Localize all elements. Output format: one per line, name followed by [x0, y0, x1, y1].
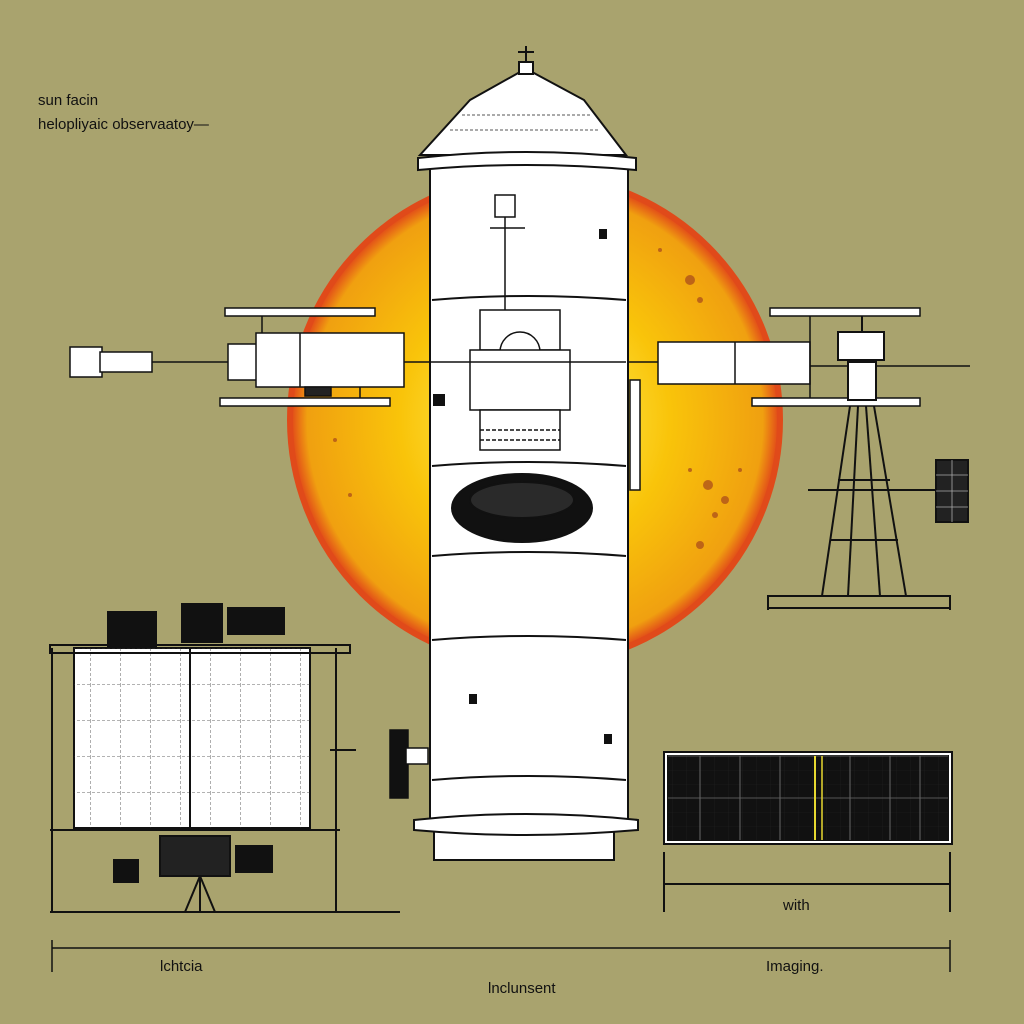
label-bottom-right: Imaging. [766, 958, 824, 975]
right-antenna-tower [767, 316, 969, 610]
left-panel-module [49, 603, 400, 913]
label-bottom-left: lchtcia [160, 958, 203, 975]
title-line-2: helopliyaic observaatoy— [38, 116, 209, 133]
right-boom-assembly [626, 307, 970, 407]
left-boom-assembly [69, 307, 440, 407]
title-line-1: sun facin [38, 92, 99, 109]
right-solar-panel [663, 751, 953, 912]
label-panel-caption: with [783, 897, 810, 914]
central-instrument [430, 194, 641, 491]
dimension-line [51, 940, 951, 972]
side-bracket [389, 729, 429, 799]
label-bottom-center: lnclunsent [488, 980, 556, 997]
observatory-body [413, 46, 641, 861]
